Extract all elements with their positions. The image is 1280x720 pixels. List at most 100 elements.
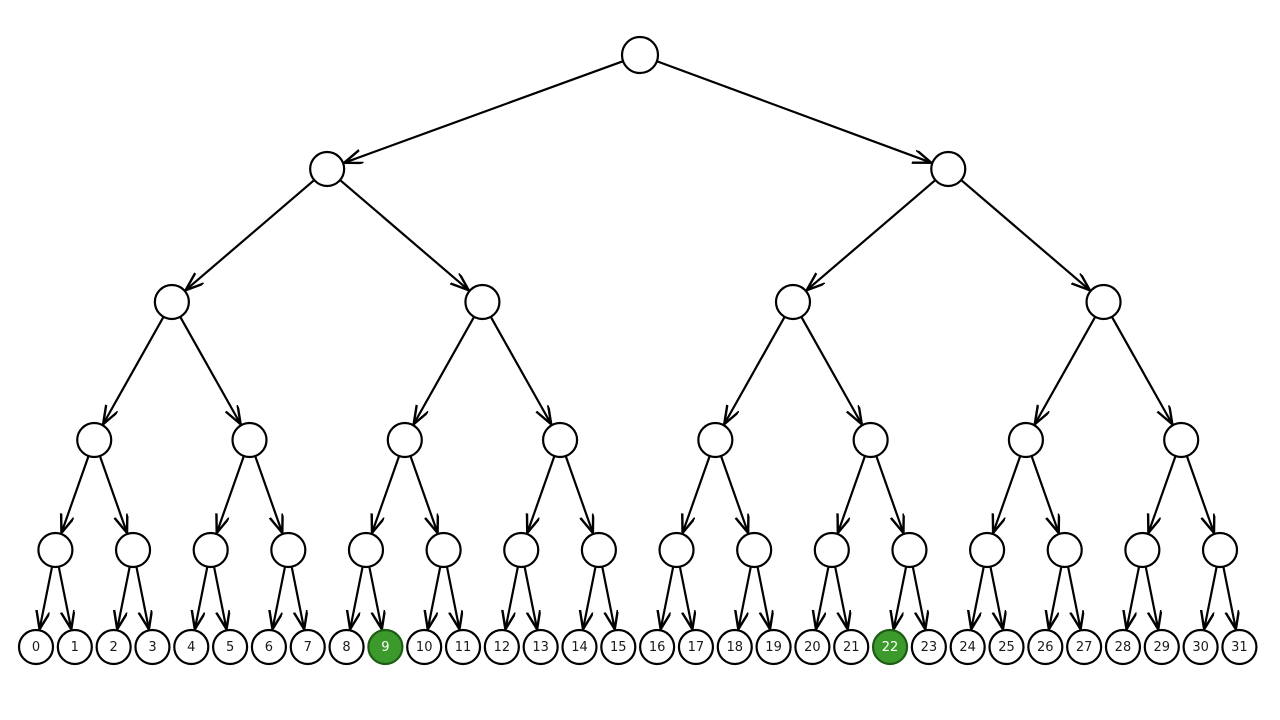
node-circle[interactable] — [212, 628, 249, 666]
internal-node-l4-15[interactable] — [1201, 531, 1239, 569]
node-circle[interactable] — [425, 531, 462, 569]
leaf-node-14[interactable]: 14 — [561, 628, 598, 666]
leaf-node-3[interactable]: 3 — [134, 628, 171, 666]
node-circle[interactable] — [1027, 628, 1064, 666]
node-circle[interactable] — [56, 628, 93, 666]
node-circle[interactable] — [231, 421, 268, 459]
node-circle[interactable] — [852, 421, 889, 459]
leaf-node-8[interactable]: 8 — [328, 628, 365, 666]
node-circle[interactable] — [503, 531, 540, 569]
node-circle[interactable] — [1007, 421, 1045, 459]
leaf-node-10[interactable]: 10 — [406, 628, 443, 666]
leaf-node-11[interactable]: 11 — [444, 628, 482, 666]
node-circle[interactable] — [658, 531, 695, 569]
internal-node-l4-3[interactable] — [270, 531, 307, 569]
node-circle[interactable] — [289, 628, 326, 666]
internal-node-l4-12[interactable] — [968, 531, 1006, 569]
node-circle-highlighted[interactable] — [871, 628, 909, 666]
node-circle[interactable] — [347, 531, 385, 569]
leaf-node-16[interactable]: 16 — [639, 628, 676, 666]
internal-node-l3-6[interactable] — [1007, 421, 1045, 459]
node-circle[interactable] — [173, 628, 210, 666]
node-circle[interactable] — [716, 628, 753, 666]
node-circle[interactable] — [813, 531, 850, 569]
node-circle[interactable] — [1085, 283, 1122, 321]
internal-node-l3-7[interactable] — [1163, 421, 1200, 459]
node-circle[interactable] — [561, 628, 598, 666]
internal-node-l1-1[interactable] — [930, 150, 967, 188]
leaf-node-12[interactable]: 12 — [483, 628, 520, 666]
node-circle[interactable] — [910, 628, 947, 666]
node-circle[interactable] — [833, 628, 870, 666]
node-circle[interactable] — [968, 531, 1006, 569]
leaf-node-17[interactable]: 17 — [677, 628, 715, 666]
internal-node-l4-4[interactable] — [347, 531, 385, 569]
node-circle[interactable] — [794, 628, 831, 666]
node-circle[interactable] — [114, 531, 152, 569]
node-circle[interactable] — [697, 421, 734, 459]
internal-node-l4-5[interactable] — [425, 531, 462, 569]
node-circle[interactable] — [1221, 628, 1258, 666]
internal-node-l2-3[interactable] — [1085, 283, 1122, 321]
leaf-node-9[interactable]: 9 — [367, 628, 404, 666]
node-circle[interactable] — [95, 628, 132, 666]
internal-node-l4-10[interactable] — [813, 531, 850, 569]
internal-node-l2-1[interactable] — [464, 283, 501, 321]
node-circle[interactable] — [483, 628, 520, 666]
node-circle-highlighted[interactable] — [367, 628, 404, 666]
node-circle[interactable] — [930, 150, 967, 188]
internal-node-l4-6[interactable] — [503, 531, 540, 569]
internal-node-l4-14[interactable] — [1124, 531, 1161, 569]
internal-node-l3-5[interactable] — [852, 421, 889, 459]
leaf-node-15[interactable]: 15 — [600, 628, 637, 666]
leaf-node-23[interactable]: 23 — [910, 628, 947, 666]
node-circle[interactable] — [1124, 531, 1161, 569]
node-circle[interactable] — [620, 35, 660, 75]
node-circle[interactable] — [891, 531, 928, 569]
leaf-node-18[interactable]: 18 — [716, 628, 753, 666]
node-circle[interactable] — [17, 628, 55, 666]
node-circle[interactable] — [309, 150, 346, 188]
leaf-node-7[interactable]: 7 — [289, 628, 326, 666]
node-circle[interactable] — [988, 628, 1025, 666]
internal-node-l1-0[interactable] — [309, 150, 346, 188]
node-circle[interactable] — [1143, 628, 1180, 666]
internal-node-l4-11[interactable] — [891, 531, 928, 569]
node-circle[interactable] — [444, 628, 482, 666]
leaf-node-26[interactable]: 26 — [1027, 628, 1064, 666]
internal-node-l3-1[interactable] — [231, 421, 268, 459]
leaf-node-28[interactable]: 28 — [1104, 628, 1142, 666]
leaf-node-29[interactable]: 29 — [1143, 628, 1180, 666]
node-circle[interactable] — [406, 628, 443, 666]
internal-node-l4-2[interactable] — [192, 531, 229, 569]
node-circle[interactable] — [386, 421, 423, 459]
node-circle[interactable] — [736, 531, 773, 569]
internal-node-l2-0[interactable] — [153, 283, 190, 321]
leaf-node-5[interactable]: 5 — [212, 628, 249, 666]
internal-node-l2-2[interactable] — [774, 283, 812, 321]
leaf-node-24[interactable]: 24 — [949, 628, 986, 666]
leaf-node-4[interactable]: 4 — [173, 628, 210, 666]
internal-node-l4-13[interactable] — [1046, 531, 1083, 569]
node-circle[interactable] — [522, 628, 559, 666]
node-circle[interactable] — [580, 531, 617, 569]
node-circle[interactable] — [1201, 531, 1239, 569]
leaf-node-30[interactable]: 30 — [1182, 628, 1219, 666]
node-circle[interactable] — [328, 628, 365, 666]
leaf-node-13[interactable]: 13 — [522, 628, 559, 666]
leaf-node-21[interactable]: 21 — [833, 628, 870, 666]
node-circle[interactable] — [134, 628, 171, 666]
node-circle[interactable] — [1066, 628, 1103, 666]
node-circle[interactable] — [1104, 628, 1142, 666]
leaf-node-1[interactable]: 1 — [56, 628, 93, 666]
node-circle[interactable] — [677, 628, 715, 666]
internal-node-l4-1[interactable] — [114, 531, 152, 569]
node-circle[interactable] — [250, 628, 288, 666]
internal-node-l3-4[interactable] — [697, 421, 734, 459]
leaf-node-25[interactable]: 25 — [988, 628, 1025, 666]
leaf-node-19[interactable]: 19 — [755, 628, 792, 666]
node-circle[interactable] — [1182, 628, 1219, 666]
node-circle[interactable] — [600, 628, 637, 666]
internal-node-l0-0[interactable] — [620, 35, 660, 75]
leaf-node-27[interactable]: 27 — [1066, 628, 1103, 666]
